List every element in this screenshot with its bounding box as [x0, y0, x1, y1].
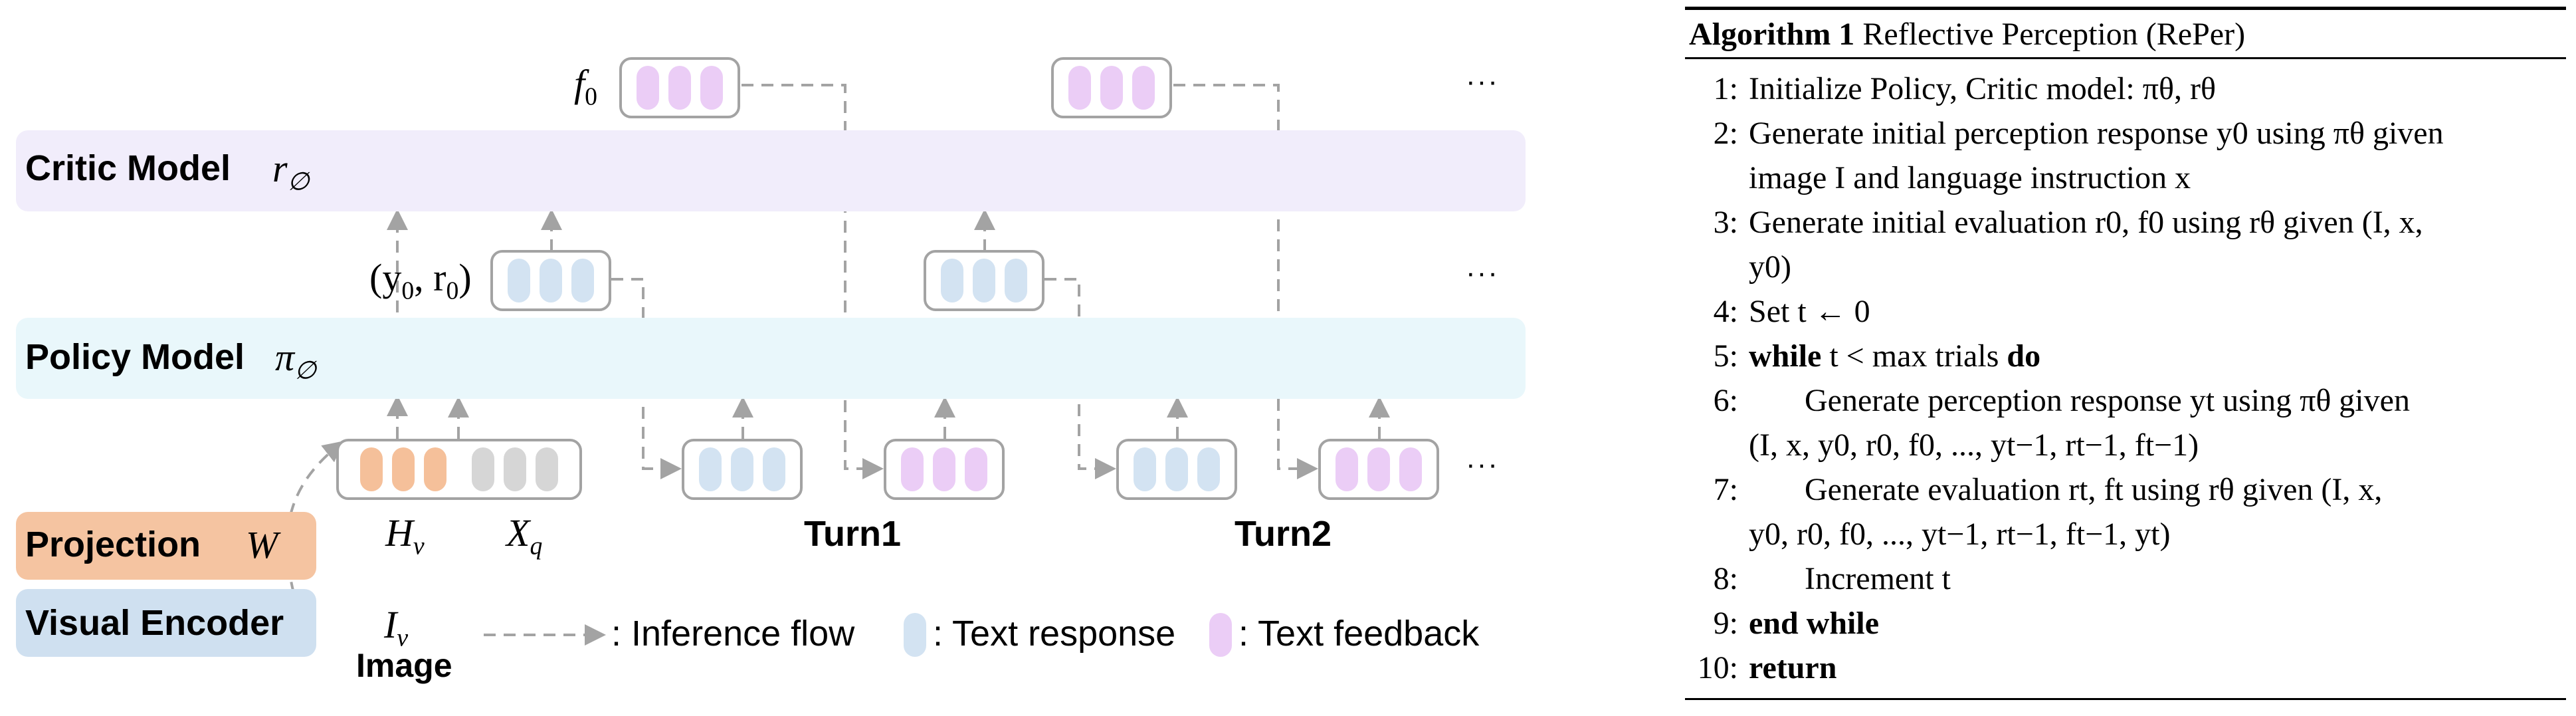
- line-text: Generate initial evaluation r0, f0 using…: [1749, 205, 2423, 240]
- ellipsis-bottom: ···: [1466, 448, 1499, 481]
- query-token: [472, 447, 494, 491]
- response-token: [1165, 447, 1188, 491]
- response-token: [1197, 447, 1220, 491]
- visual-token: [424, 447, 446, 491]
- y0-r0-label: (y0, r0): [369, 256, 472, 305]
- response-token: [1134, 447, 1156, 491]
- critic-model-symbol: r∅: [272, 147, 310, 196]
- response-token: [1005, 259, 1027, 302]
- critic-to-feedback-arrow: [668, 85, 688, 132]
- turn2-label: Turn2: [1235, 514, 1332, 554]
- response-box-turn2: [1116, 439, 1237, 500]
- feedback-token: [1100, 66, 1123, 110]
- iv-label: Iv: [384, 603, 409, 652]
- line-number: 9:: [1713, 606, 1738, 641]
- line-text: image I and language instruction x: [1749, 160, 2191, 195]
- line-text: y0): [1749, 249, 1791, 285]
- response-token: [699, 447, 722, 491]
- line-text: Increment t: [1805, 561, 1951, 596]
- feedback-token: [1367, 447, 1390, 491]
- legend-text-feedback: : Text feedback: [1238, 614, 1480, 654]
- line-text: Set t ← 0: [1749, 294, 1870, 329]
- projection-box: [16, 512, 316, 580]
- turn1-label: Turn1: [804, 514, 901, 554]
- image-label: Image: [356, 647, 452, 684]
- line-text: while t < max trials do: [1749, 338, 2041, 374]
- line-number: 8:: [1713, 561, 1738, 596]
- ellipsis-mid: ···: [1466, 257, 1499, 289]
- line-number: 2:: [1713, 116, 1738, 151]
- response-token: [508, 259, 530, 302]
- legend-response-swatch: [904, 613, 926, 657]
- line-number: 5:: [1713, 338, 1738, 374]
- feedback-token: [933, 447, 955, 491]
- visual-encoder-label: Visual Encoder: [25, 603, 284, 643]
- line-text: end while: [1749, 606, 1880, 641]
- line-text: return: [1749, 650, 1837, 685]
- response-token: [731, 447, 753, 491]
- feedback-box-turn1: [884, 439, 1005, 500]
- feedback-box-turn2: [1318, 439, 1439, 500]
- policy-model-label: Policy Model: [25, 337, 245, 377]
- line-text: Generate evaluation rt, ft using rθ give…: [1805, 472, 2383, 507]
- feedback-token: [965, 447, 987, 491]
- algo-bottom-rule: [1685, 698, 2566, 700]
- line-number: 3:: [1713, 205, 1738, 240]
- feedback-box-turn2-top: [1051, 57, 1172, 118]
- feedback-token: [637, 66, 659, 110]
- response-token: [540, 259, 562, 302]
- line-number: 6:: [1713, 383, 1738, 418]
- legend-text-response: : Text response: [933, 614, 1176, 654]
- visual-token: [392, 447, 415, 491]
- response-token: [571, 259, 594, 302]
- response-token: [763, 447, 785, 491]
- policy-model-band: [16, 318, 1526, 399]
- feedback-token: [901, 447, 924, 491]
- projection-symbol: W: [246, 523, 278, 566]
- policy-model-symbol: π∅: [275, 336, 316, 385]
- f0-label: f0: [574, 62, 597, 111]
- xq-label: Xq: [506, 511, 543, 560]
- line-text: y0, r0, f0, ..., yt−1, rt−1, ft−1, yt): [1749, 517, 2171, 552]
- algo-top-rule: [1685, 7, 2566, 10]
- line-text: (I, x, y0, r0, f0, ..., yt−1, rt−1, ft−1…: [1749, 427, 2199, 463]
- critic-model-label: Critic Model: [25, 148, 231, 188]
- line-text: Generate perception response yt using πθ…: [1805, 383, 2410, 418]
- response-token: [973, 259, 995, 302]
- algorithm-title: Algorithm 1 Reflective Perception (RePer…: [1689, 17, 2246, 52]
- feedback-token: [1336, 447, 1358, 491]
- response-box-turn1: [682, 439, 803, 500]
- response-token: [941, 259, 963, 302]
- legend-inference-flow: : Inference flow: [611, 614, 855, 654]
- visual-token: [360, 447, 383, 491]
- feedback-token: [1132, 66, 1155, 110]
- ellipsis-top: ···: [1466, 65, 1499, 98]
- algo-mid-rule: [1685, 57, 2566, 59]
- line-text: Initialize Policy, Critic model: πθ, rθ: [1749, 71, 2216, 106]
- feedback-token: [668, 66, 691, 110]
- feedback-token: [700, 66, 723, 110]
- line-number: 4:: [1713, 294, 1738, 329]
- critic-model-band: [16, 130, 1526, 211]
- line-number: 1:: [1713, 71, 1738, 106]
- query-token: [536, 447, 558, 491]
- line-number: 10:: [1697, 650, 1738, 685]
- legend-feedback-swatch: [1209, 613, 1232, 657]
- line-text: Generate initial perception response y0 …: [1749, 116, 2444, 151]
- visual-encoder-box: [16, 589, 316, 657]
- query-token: [504, 447, 526, 491]
- response-box-turn1-mid: [924, 250, 1044, 311]
- feedback-token: [1399, 447, 1422, 491]
- line-number: 7:: [1713, 472, 1738, 507]
- feedback-token: [1068, 66, 1091, 110]
- projection-label: Projection: [25, 525, 201, 564]
- response-box-y0: [490, 250, 611, 311]
- input-token-box: [336, 439, 582, 500]
- feedback-box-f0: [619, 57, 740, 118]
- hv-label: Hv: [385, 511, 425, 560]
